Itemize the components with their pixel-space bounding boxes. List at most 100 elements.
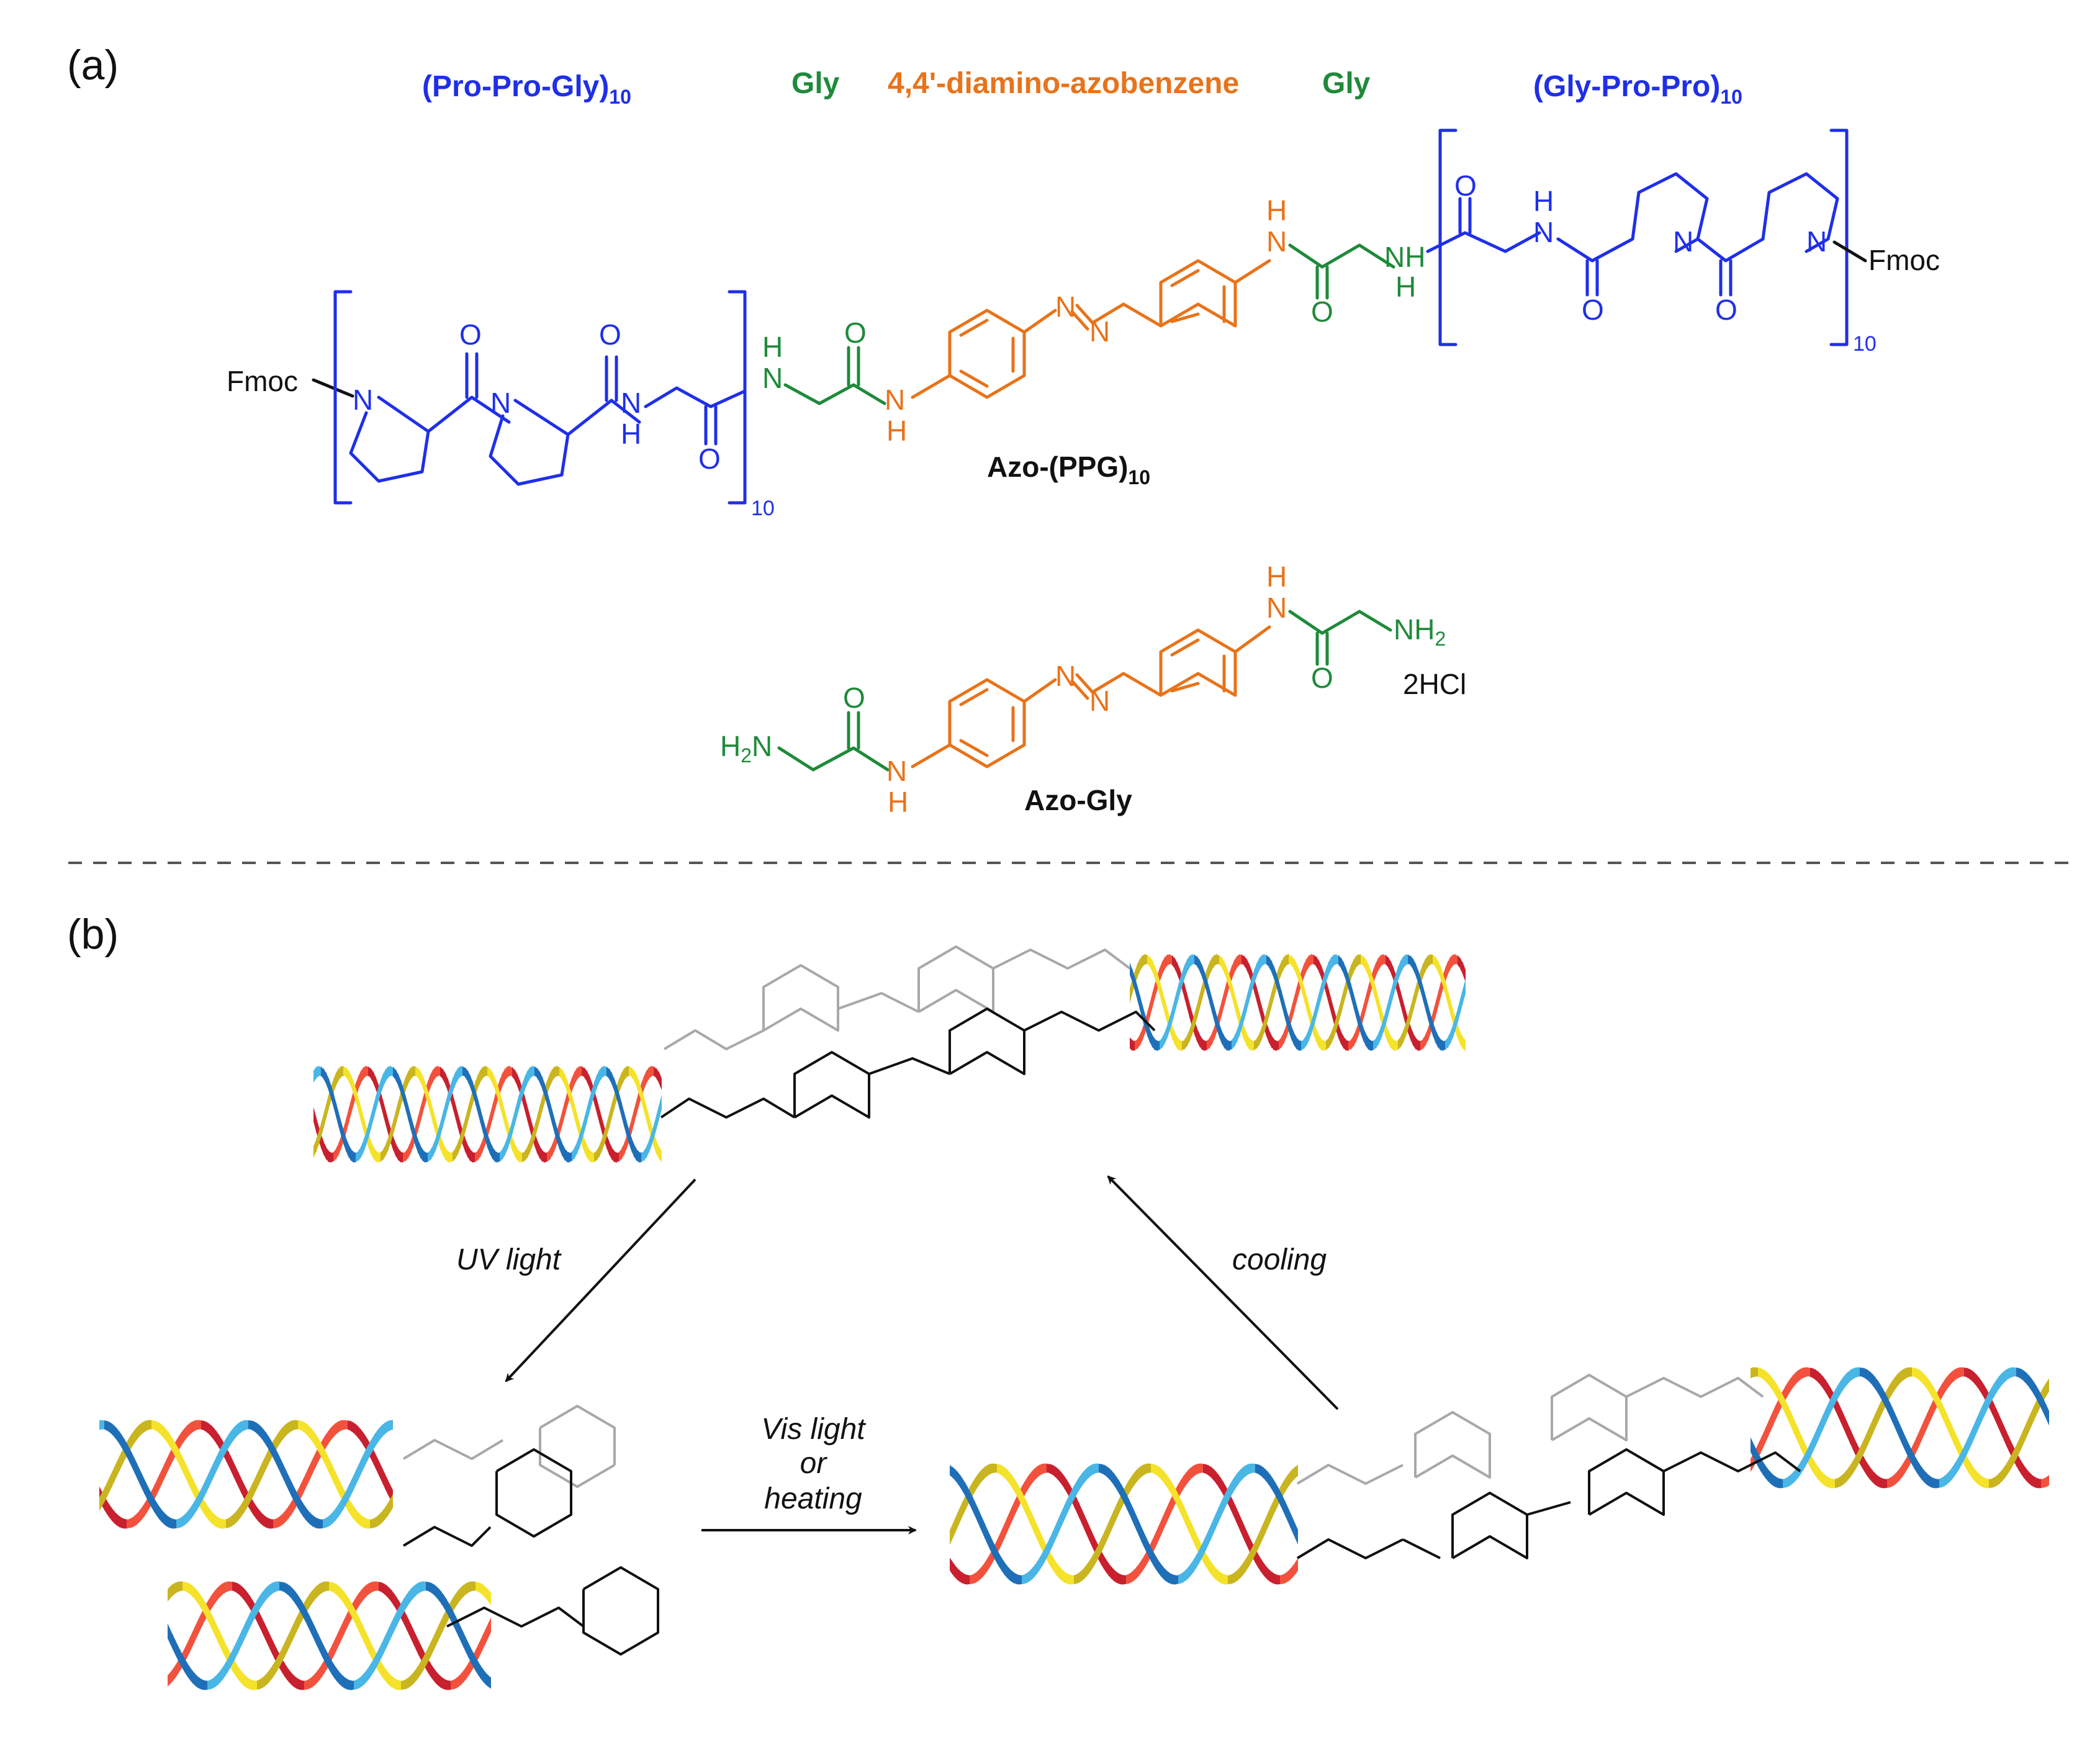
helix-strand-segment xyxy=(1131,1570,1134,1583)
helix-strand-segment xyxy=(401,1680,404,1690)
helix-strand-segment xyxy=(174,1440,177,1460)
helix-strand-segment xyxy=(361,1105,364,1132)
helix-strand-segment xyxy=(258,1423,261,1438)
helix-strand-segment xyxy=(1760,1457,1764,1476)
helix-strand-segment xyxy=(1922,1371,1925,1386)
helix-strand-segment xyxy=(283,1510,286,1525)
helix-strand-segment xyxy=(1842,1471,1845,1485)
helix-strand-segment xyxy=(1244,1026,1247,1047)
helix-strand-segment xyxy=(1153,1464,1156,1475)
helix-strand-segment xyxy=(1232,981,1235,1009)
helix-strand-segment xyxy=(363,1431,366,1449)
helix-strand-segment xyxy=(331,1152,334,1163)
helix-strand-segment xyxy=(1413,1032,1416,1050)
helix-strand-segment xyxy=(1299,1040,1302,1051)
helix-strand-segment xyxy=(319,1635,322,1657)
helix-strand-segment xyxy=(1263,1517,1266,1540)
helix-strand-segment xyxy=(554,1065,557,1078)
helix-strand-segment xyxy=(361,1621,364,1644)
helix-strand-segment xyxy=(259,1612,263,1634)
helix-strand-segment xyxy=(512,1136,515,1158)
helix-strand-segment xyxy=(1778,1386,1781,1405)
helix-strand-segment xyxy=(258,1464,261,1486)
helix-strand-segment xyxy=(451,1606,454,1627)
helix-strand-segment xyxy=(2021,1461,2024,1479)
helix-strand-segment xyxy=(236,1466,239,1489)
helix-strand-segment xyxy=(1142,953,1145,967)
helix-strand-segment xyxy=(1803,1453,1806,1472)
helix-strand-segment xyxy=(1386,1022,1389,1045)
helix-strand-segment xyxy=(431,1635,434,1657)
helix-strand-segment xyxy=(413,1668,417,1684)
helix-strand-segment xyxy=(389,1621,392,1644)
helix-strand-segment xyxy=(321,1112,324,1138)
helix-strand-segment xyxy=(1969,1368,1972,1381)
helix-strand-segment xyxy=(373,1146,376,1163)
helix-strand-segment xyxy=(1245,1527,1248,1549)
helix-strand-segment xyxy=(488,1617,491,1639)
helix-strand-segment xyxy=(1897,1371,1900,1387)
helix-strand-segment xyxy=(1855,1451,1858,1471)
helix-strand-segment xyxy=(1837,1381,1841,1400)
helix-strand-segment xyxy=(277,1581,280,1591)
helix-strand-segment xyxy=(181,1428,184,1446)
helix-strand-segment xyxy=(456,1676,459,1689)
helix-strand-segment xyxy=(2006,1458,2009,1477)
helix-strand-segment xyxy=(383,1099,386,1127)
helix-strand-segment xyxy=(1872,1413,1875,1436)
helix-strand-segment xyxy=(965,1574,968,1585)
helix-strand-segment xyxy=(428,1073,431,1096)
helix-strand-segment xyxy=(1191,1465,1194,1479)
helix-strand-segment xyxy=(348,1481,351,1502)
helix-strand-segment xyxy=(1460,988,1463,1015)
azo-right-nh-bond xyxy=(1233,259,1271,284)
helix-strand-segment xyxy=(1885,1479,1888,1489)
helix-strand-segment xyxy=(471,1647,474,1668)
helix-strand-segment xyxy=(1230,1573,1233,1584)
helix-strand-segment xyxy=(626,1066,629,1077)
helix-strand-segment xyxy=(1188,1515,1191,1538)
helix-strand-segment xyxy=(567,1152,570,1163)
helix-strand-segment xyxy=(377,1426,381,1443)
helix-strand-segment xyxy=(1341,988,1344,1016)
helix-strand-segment xyxy=(379,1657,382,1677)
azo-left-h: H xyxy=(886,415,907,447)
helix-strand-segment xyxy=(1753,1367,1756,1377)
helix-strand-segment xyxy=(1453,1016,1456,1039)
helix-strand-segment xyxy=(1002,1465,1005,1479)
helix-strand-segment xyxy=(530,1132,533,1155)
helix-strand-segment xyxy=(1194,1003,1197,1029)
helix-strand-segment xyxy=(1119,1479,1122,1499)
azo-nn-double xyxy=(1070,304,1094,331)
helix-strand-segment xyxy=(377,1513,381,1527)
helix-strand-segment xyxy=(364,1584,367,1600)
helix-strand-segment xyxy=(262,1617,265,1639)
helix-strand-segment xyxy=(1275,1481,1278,1501)
helix-strand-segment xyxy=(391,1616,394,1638)
helix-strand-segment xyxy=(572,1147,575,1162)
helix-strand-segment xyxy=(1795,1421,1798,1444)
helix-strand-segment xyxy=(293,1484,296,1505)
helix-strand-segment xyxy=(1106,1466,1109,1479)
helix-strand-segment xyxy=(222,1663,225,1680)
helix-strand-segment xyxy=(295,1420,299,1430)
helix-strand-segment xyxy=(1780,1479,1783,1489)
helix-strand-segment xyxy=(490,1103,493,1130)
helix-strand-segment xyxy=(1119,1573,1122,1585)
arrow-uv xyxy=(505,1178,696,1382)
helix-strand-segment xyxy=(338,1065,341,1081)
helix-strand-segment xyxy=(383,1068,386,1088)
helix-strand-segment xyxy=(1148,1541,1151,1562)
helix-strand-segment xyxy=(1398,1036,1401,1050)
helix-strand-segment xyxy=(389,1672,392,1688)
helix-strand-segment xyxy=(1137,957,1140,978)
helix-strand-segment xyxy=(1932,1384,1935,1403)
helix-strand-segment xyxy=(1213,1513,1216,1535)
helix-strand-segment xyxy=(572,1093,575,1120)
helix-strand-segment xyxy=(325,1450,328,1472)
helix-strand-segment xyxy=(539,1095,543,1122)
helix-strand-segment xyxy=(1448,956,1451,975)
helix-strand-segment xyxy=(1034,1561,1037,1578)
helix-strand-segment xyxy=(1366,985,1369,1012)
helix-strand-segment xyxy=(202,1680,205,1690)
